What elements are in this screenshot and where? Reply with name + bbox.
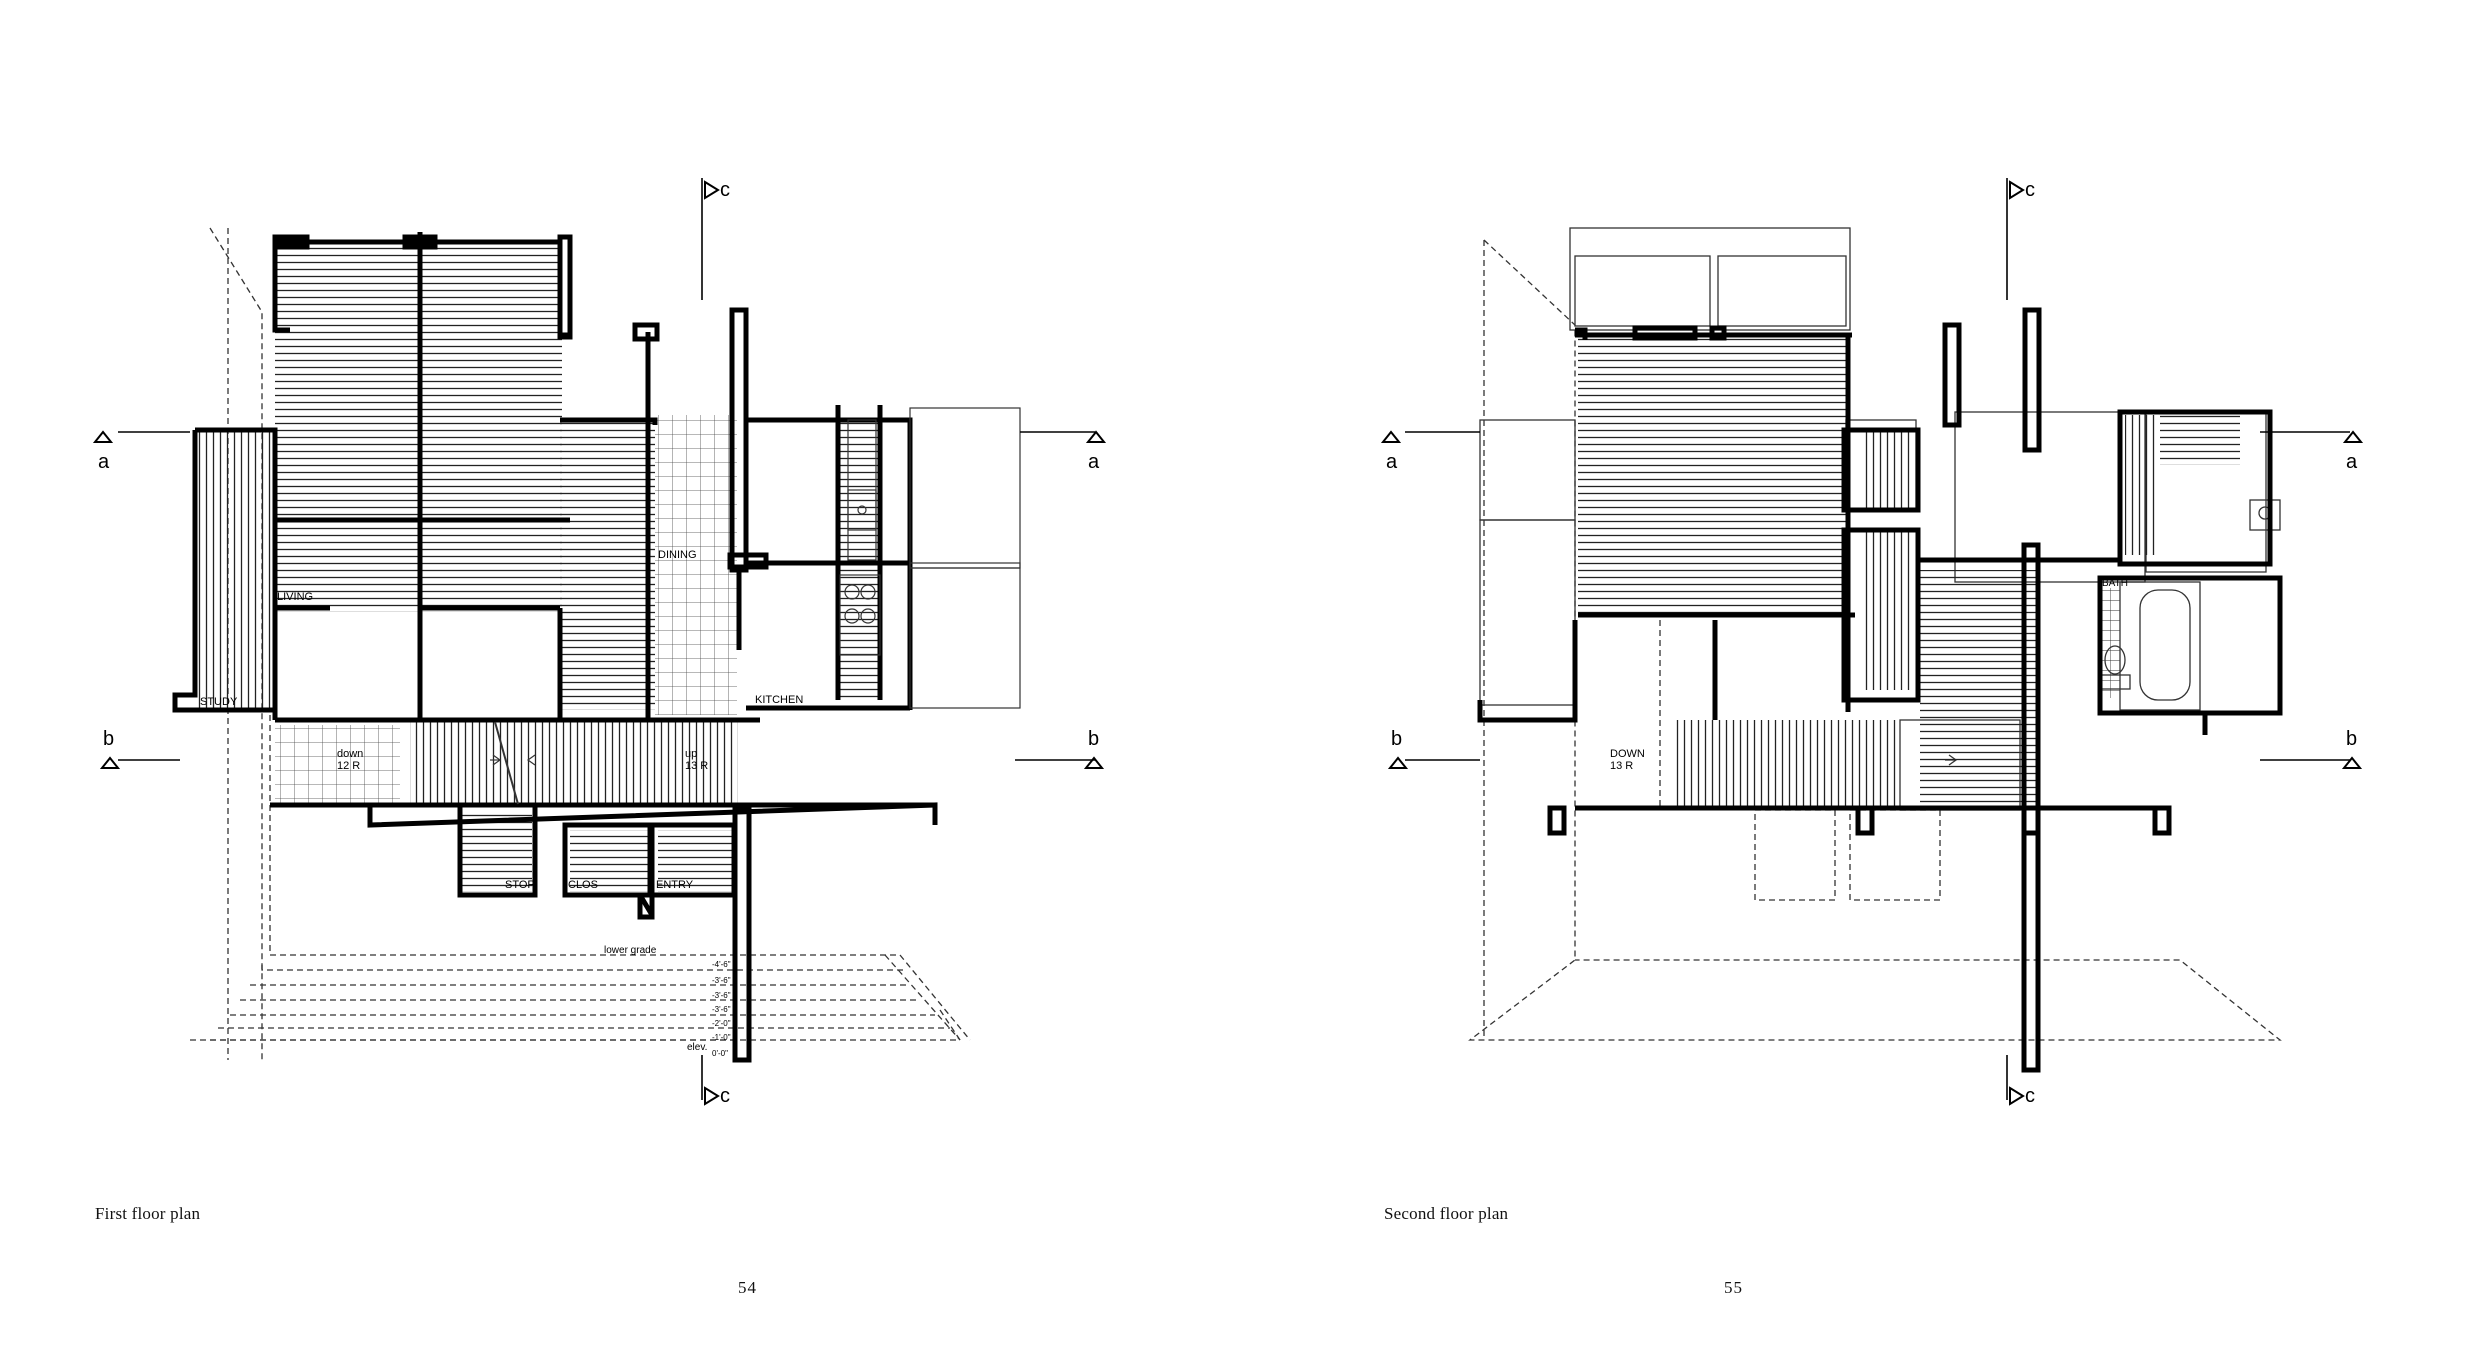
grade-label-3: -3'-6" [712, 991, 731, 1000]
stair-up-risers: 13 R [685, 760, 708, 772]
section-marker-c-top-icon [704, 180, 720, 200]
page-54: a a b b c c LIVING STUDY DINING KITCHEN … [92, 178, 1107, 1297]
section-label-c-bottom: c [2025, 1085, 2035, 1107]
room-label-clos: CLOS [568, 879, 598, 891]
stair-down-label: down [337, 748, 363, 760]
grade-label-6: -1'-0" [712, 1033, 731, 1042]
stair-up-label: up [685, 748, 697, 760]
walls [1477, 307, 2283, 1073]
section-marker-c-bottom-icon [2009, 1086, 2025, 1106]
section-label-b-right: b [2346, 728, 2357, 750]
room-label-stor: STOR [505, 879, 535, 891]
stair-up-treads [650, 722, 738, 804]
stair-down-treads [1676, 720, 1896, 810]
section-lines [118, 178, 1095, 1100]
grade-label-0: lower grade [604, 945, 657, 956]
page-55: a a b b c c BATH DOWN 13 R Second floor … [1240, 0, 2480, 1358]
second-floor-plan-drawing: a a b b c c BATH DOWN 13 R [1380, 178, 2364, 1107]
section-label-a-left: a [98, 451, 110, 473]
stair-down-treads [410, 722, 650, 804]
section-marker-c-bottom-icon [704, 1086, 720, 1106]
section-marker-b-right-icon [2341, 756, 2363, 769]
section-marker-b-left-icon [99, 756, 121, 769]
grade-label-7: elev. [687, 1042, 707, 1053]
bath-floor-tile [2100, 588, 2120, 698]
section-marker-a-left-icon [92, 430, 114, 443]
open-floor-hatch [1578, 335, 1848, 615]
page-number: 54 [738, 1278, 757, 1297]
figure-caption: First floor plan [95, 1204, 201, 1223]
section-label-c-top: c [2025, 179, 2035, 201]
room-label-entry: ENTRY [656, 879, 694, 891]
stair-down-risers: 13 R [1610, 760, 1633, 772]
walls [172, 232, 938, 1063]
section-label-a-left: a [1386, 451, 1398, 473]
room-label-study: STUDY [200, 696, 238, 708]
dining-floor-grid [655, 415, 737, 715]
figure-caption: Second floor plan [1384, 1204, 1509, 1223]
section-marker-c-top-icon [2009, 180, 2025, 200]
room-label-dining: DINING [658, 549, 697, 561]
section-label-b-right: b [1088, 728, 1099, 750]
section-marker-b-left-icon [1387, 756, 1409, 769]
grade-lines [190, 227, 971, 1060]
section-marker-a-right-icon [1085, 430, 1107, 443]
grade-label-1: -4'-6" [712, 960, 731, 969]
section-label-c-top: c [720, 179, 730, 201]
section-label-c-bottom: c [720, 1085, 730, 1107]
grade-label-2: -3'-6" [712, 976, 731, 985]
section-marker-a-left-icon [1380, 430, 1402, 443]
section-label-a-right: a [2346, 451, 2358, 473]
room-label-living: LIVING [277, 591, 313, 603]
section-label-a-right: a [1088, 451, 1100, 473]
section-marker-b-right-icon [1083, 756, 1105, 769]
grade-label-8: 0'-0" [712, 1049, 728, 1058]
stair-down-label: DOWN [1610, 748, 1645, 760]
grade-label-5: -2'-0" [712, 1019, 731, 1028]
room-label-kitchen: KITCHEN [755, 694, 803, 706]
grade-label-4: -3'-6" [712, 1005, 731, 1014]
first-floor-plan-drawing: a a b b c c LIVING STUDY DINING KITCHEN … [92, 178, 1107, 1107]
stair-down-risers: 12 R [337, 760, 360, 772]
section-label-b-left: b [103, 728, 114, 750]
room-label-bath: BATH [2102, 578, 2128, 589]
section-label-b-left: b [1391, 728, 1402, 750]
page-number: 55 [1724, 1278, 1743, 1297]
section-marker-a-right-icon [2342, 430, 2364, 443]
study-floor-hatch [195, 430, 277, 708]
